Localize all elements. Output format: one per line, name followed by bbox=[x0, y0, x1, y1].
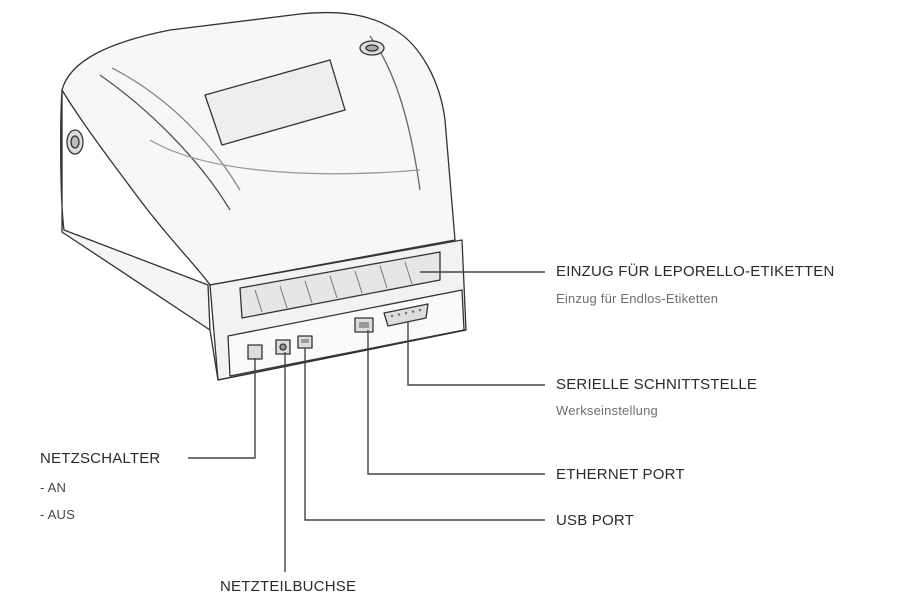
label-power-jack: NETZTEILBUCHSE bbox=[220, 578, 357, 595]
leader-serial-port bbox=[407, 322, 545, 386]
leader-power-switch bbox=[188, 358, 256, 459]
label-power-switch-option-off: - AUS bbox=[40, 507, 75, 522]
printer-body-side bbox=[60, 89, 211, 331]
label-serial-port-title: SERIELLE SCHNITTSTELLE bbox=[556, 376, 758, 393]
leader-ethernet-port bbox=[367, 330, 545, 475]
label-serial-port-subtitle: Werkseinstellung bbox=[556, 403, 658, 418]
leader-usb-port bbox=[304, 348, 545, 521]
label-continuous-feed-subtitle: Einzug für Endlos-Etiketten bbox=[556, 291, 719, 306]
label-usb-port: USB PORT bbox=[556, 512, 635, 529]
serial-port-icon bbox=[383, 303, 429, 327]
printer-illustration bbox=[60, 11, 467, 381]
power-switch-icon bbox=[247, 344, 263, 360]
label-power-switch-option-on: - AN bbox=[40, 480, 67, 495]
printer-cover-window bbox=[204, 59, 346, 146]
label-continuous-feed-title: EINZUG FÜR LEPORELLO-ETIKETTEN bbox=[556, 263, 835, 280]
label-power-switch-title: NETZSCHALTER bbox=[40, 450, 161, 467]
leader-lines bbox=[188, 271, 545, 572]
printer-top-cover bbox=[61, 11, 456, 286]
label-feed-slot bbox=[239, 251, 441, 319]
label-ethernet-port: ETHERNET PORT bbox=[556, 466, 685, 483]
